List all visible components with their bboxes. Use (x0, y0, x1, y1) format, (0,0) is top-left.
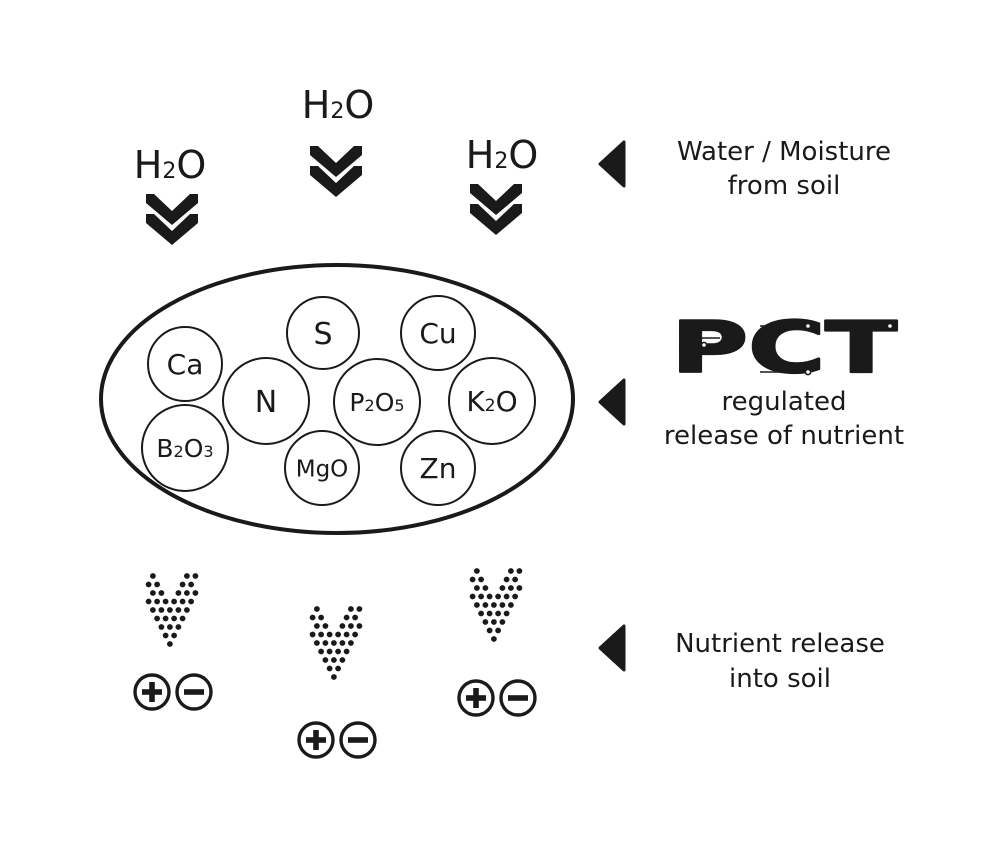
triangle-pointer-icon (598, 140, 626, 188)
nutrient-circle (400, 295, 476, 371)
nutrient-k2o: K2O (448, 357, 536, 445)
dot-arrow-icon (309, 606, 363, 680)
granule-shell (99, 263, 575, 535)
nutrient-formula: N (255, 385, 277, 420)
water-input-middle: H2O (302, 83, 375, 197)
triangle-pointer-icon (598, 624, 626, 672)
nutrient-mgo: MgO (284, 430, 360, 506)
nutrient-circle (147, 326, 223, 402)
h2o-label: H2O (134, 143, 207, 187)
nutrient-circle (448, 357, 536, 445)
nutrient-circle (284, 430, 360, 506)
water-moisture-label: Water / Moisture (677, 137, 891, 167)
triangle-pointer-icon (598, 378, 626, 426)
circuit-nodes (700, 322, 894, 376)
nutrient-formula: K2O (466, 385, 517, 418)
dot-arrow-icon (469, 568, 523, 642)
dot-arrow-icon (145, 573, 199, 647)
chevron-down-double-icon (470, 184, 522, 235)
h2o-label: H2O (302, 83, 375, 127)
chevron-down-double-icon (310, 146, 362, 197)
plus-circle-icon (457, 679, 495, 717)
from-soil-label: from soil (728, 171, 841, 201)
nutrient-formula: Cu (419, 317, 456, 350)
release-of-nutrient-label: release of nutrient (664, 421, 904, 451)
nutrient-circle (333, 358, 421, 446)
nutrient-ca: Ca (147, 326, 223, 402)
into-soil-label: into soil (729, 664, 831, 694)
minus-circle-icon (339, 721, 377, 759)
water-input-right: H2O (466, 133, 539, 235)
chevron-down-double-icon (146, 194, 198, 245)
nutrient-n: N (222, 357, 310, 445)
nutrient-circle (286, 296, 360, 370)
nutrient-formula: B2O3 (156, 434, 213, 463)
nutrient-circle (400, 430, 476, 506)
nutrient-formula: Ca (167, 348, 204, 381)
nutrient-s: S (286, 296, 360, 370)
nutrient-circle (141, 404, 229, 492)
nutrient-release-label: Nutrient release (675, 629, 885, 659)
nutrient-formula: P2O5 (349, 388, 404, 417)
regulated-label: regulated (722, 387, 847, 417)
minus-circle-icon (499, 679, 537, 717)
pct-logo: PCT (670, 306, 899, 390)
nutrient-b2o3: B2O3 (141, 404, 229, 492)
nutrient-cu: Cu (400, 295, 476, 371)
nutrient-p2o5: P2O5 (333, 358, 421, 446)
water-input-left: H2O (134, 143, 207, 245)
nutrient-formula: MgO (296, 456, 349, 482)
plus-circle-icon (133, 673, 171, 711)
circuit-lines (688, 325, 890, 373)
nutrient-circle (222, 357, 310, 445)
nutrient-release-group (133, 568, 537, 759)
nutrient-zn: Zn (400, 430, 476, 506)
plus-circle-icon (297, 721, 335, 759)
h2o-label: H2O (466, 133, 539, 177)
nutrient-formula: S (313, 317, 332, 352)
nutrient-formula: Zn (420, 452, 457, 485)
minus-circle-icon (175, 673, 213, 711)
